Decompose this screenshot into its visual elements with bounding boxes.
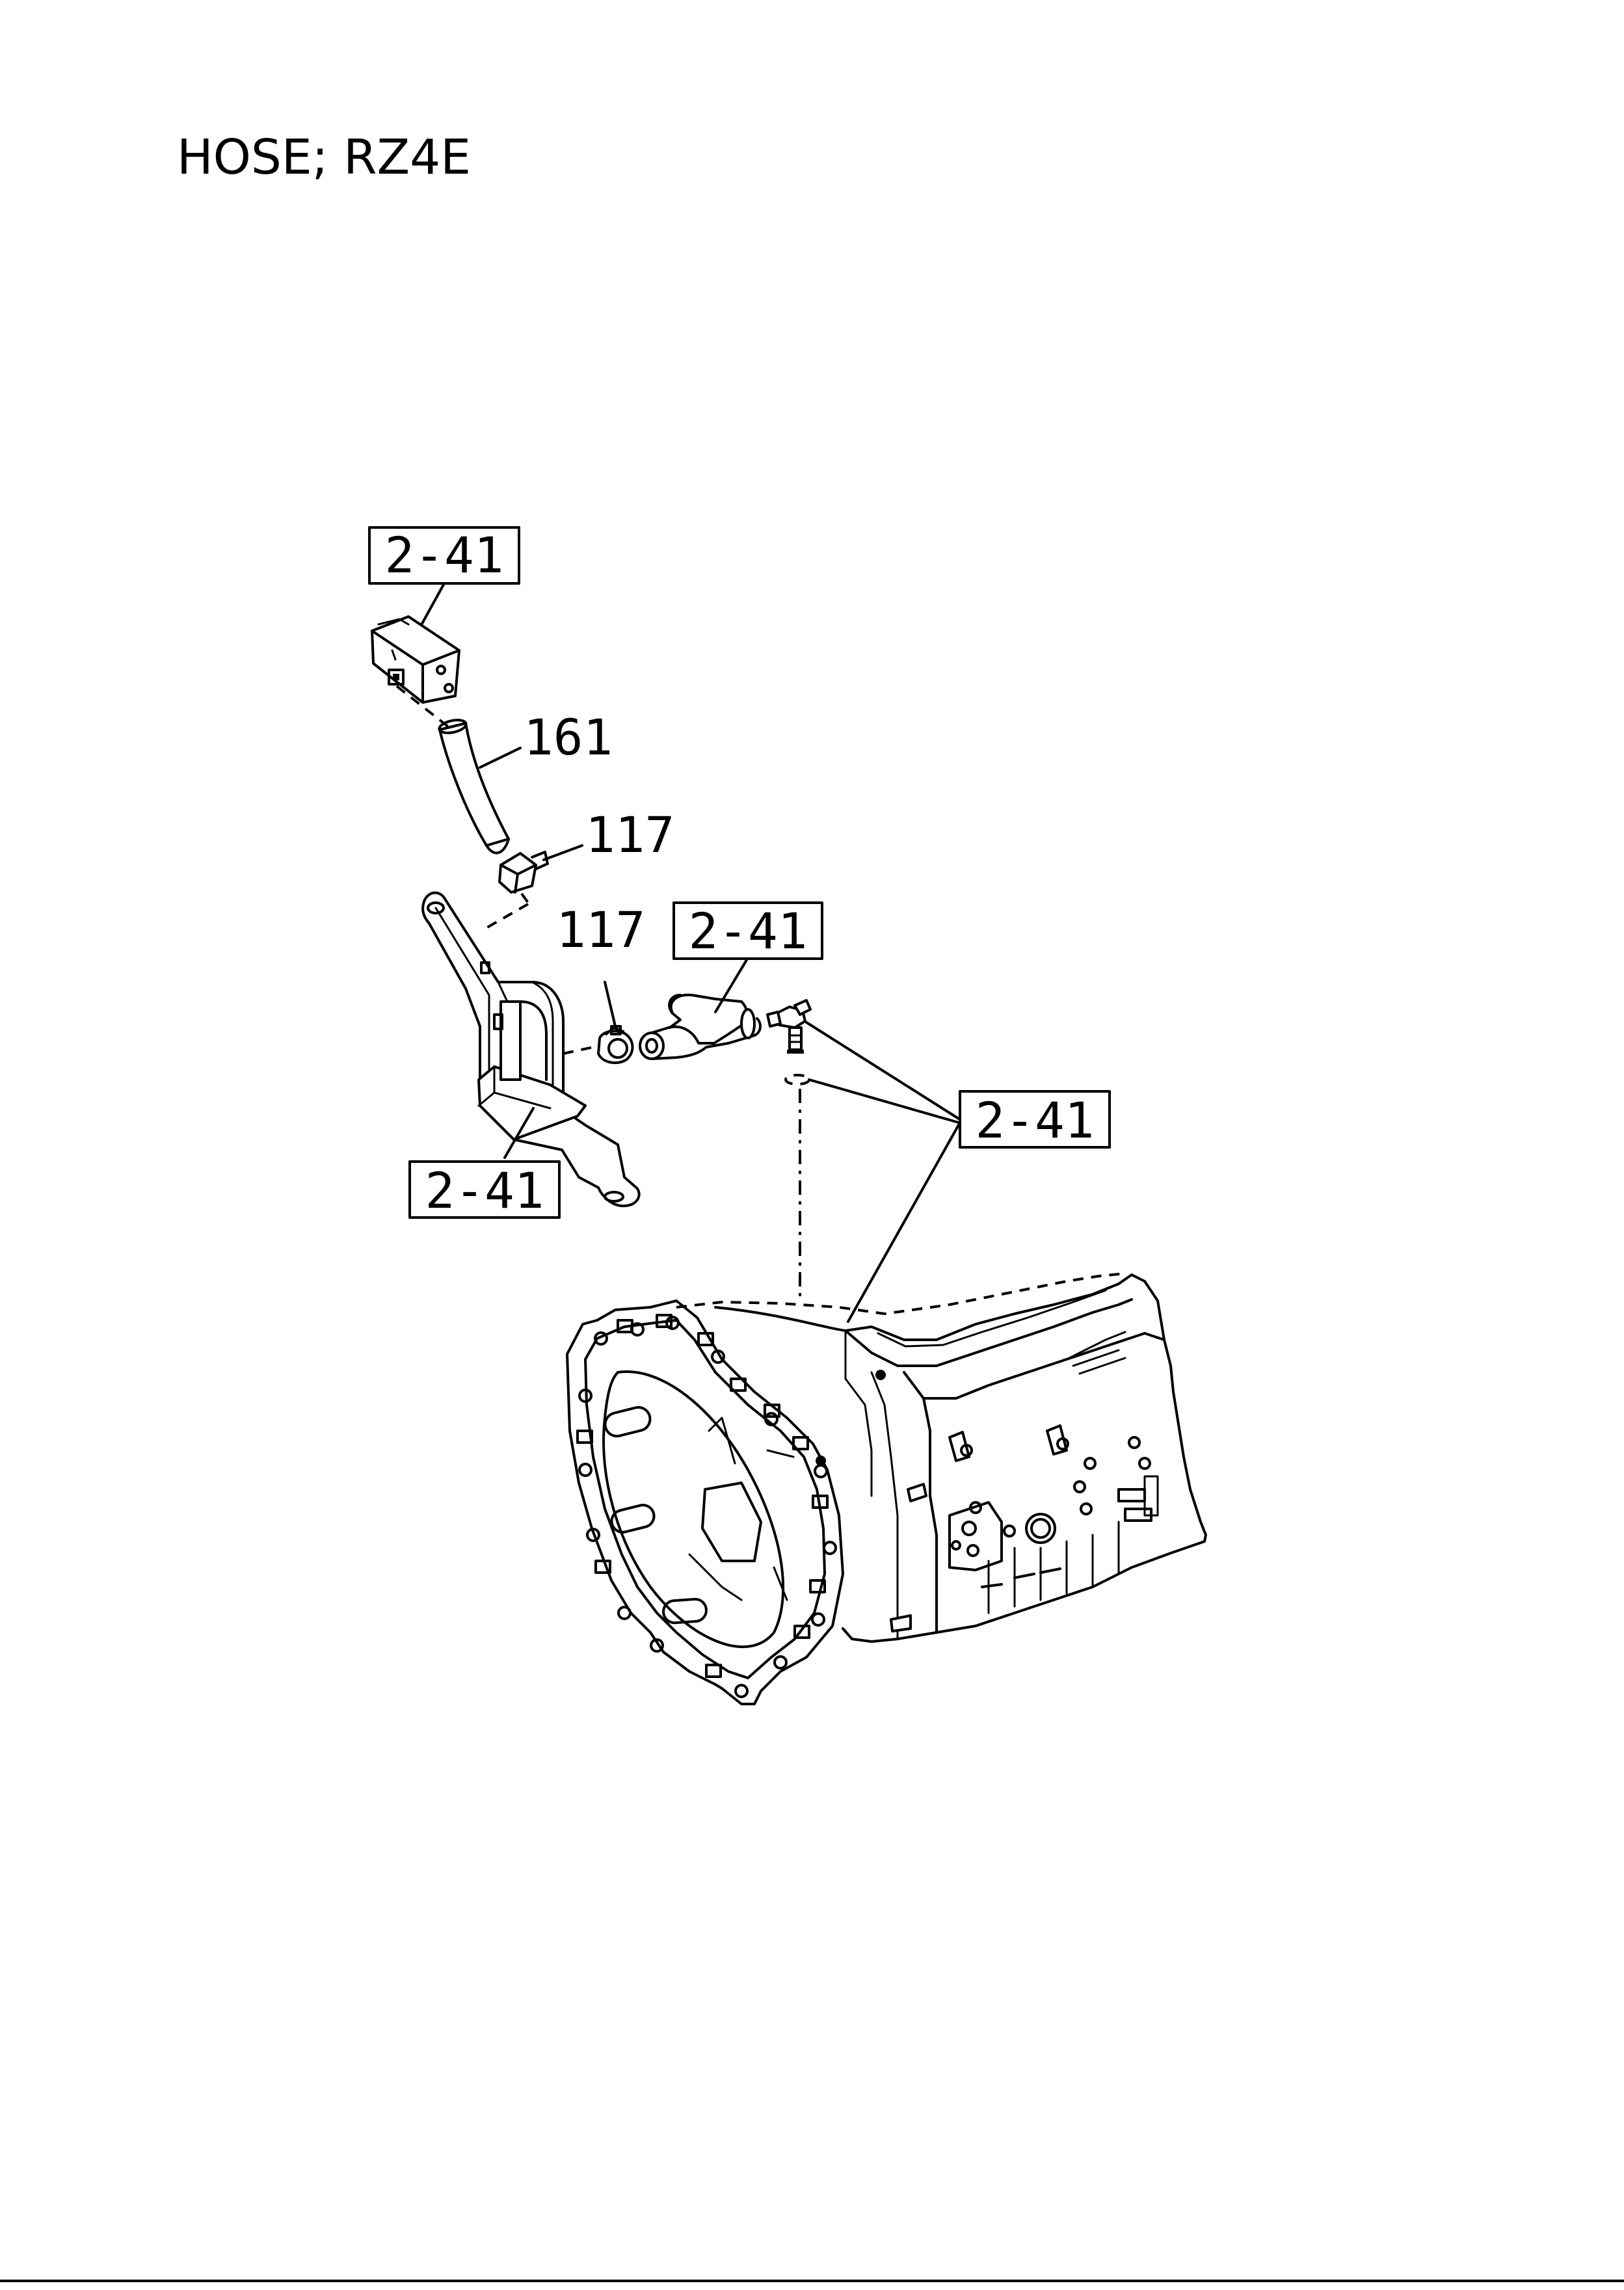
- ref-box-fitting-label: 2-41: [975, 1091, 1094, 1149]
- clamp-117-upper[interactable]: [498, 851, 549, 894]
- assembly-line-1: [395, 685, 450, 728]
- callout-117-upper: 117: [585, 806, 674, 864]
- callout-161: 161: [524, 708, 613, 766]
- elbow-fitting[interactable]: [766, 999, 812, 1054]
- washer[interactable]: [784, 1074, 810, 1085]
- callout-117-lower: 117: [556, 901, 645, 959]
- ref-box-top-label: 2-41: [384, 526, 503, 584]
- leader-short-hose: [714, 959, 748, 1013]
- leader-fitting-a: [805, 1021, 960, 1120]
- leader-fitting-b: [808, 1078, 960, 1124]
- short-hose[interactable]: [639, 993, 762, 1060]
- breather-box[interactable]: [371, 615, 460, 704]
- assembly-line-2: [482, 903, 529, 931]
- footer-rule: [0, 2280, 1624, 2282]
- leader-117-lower: [604, 981, 617, 1028]
- clamp-117-lower[interactable]: [597, 1025, 634, 1065]
- ref-box-bracket-label: 2-41: [425, 1162, 544, 1219]
- ref-box-short-hose-label: 2-41: [688, 902, 807, 960]
- ref-box-fitting[interactable]: 2-41: [959, 1090, 1111, 1149]
- ref-box-top[interactable]: 2-41: [368, 526, 520, 585]
- leader-117-upper: [542, 844, 583, 861]
- ref-box-bracket[interactable]: 2-41: [408, 1160, 561, 1219]
- transmission-housing[interactable]: [566, 1272, 1207, 1705]
- leader-fitting-c: [847, 1121, 961, 1323]
- bracket[interactable]: [421, 891, 641, 1208]
- leader-bracket: [503, 1107, 535, 1159]
- page-title: HOSE; RZ4E: [177, 129, 472, 185]
- hose-161[interactable]: [438, 718, 510, 855]
- ref-box-short-hose[interactable]: 2-41: [672, 901, 823, 960]
- leader-161: [479, 747, 522, 769]
